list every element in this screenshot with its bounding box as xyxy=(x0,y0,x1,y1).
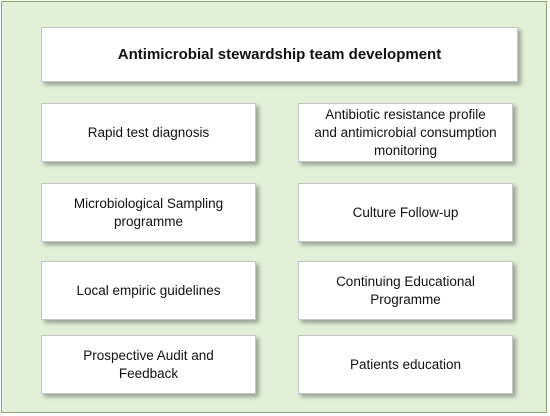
box-line: Continuing Educational xyxy=(336,273,475,289)
diagram-title: Antimicrobial stewardship team developme… xyxy=(117,45,442,63)
box-rapid-test-diagnosis: Rapid test diagnosis xyxy=(41,103,256,162)
box-microbiological-sampling: Microbiological Sampling programme xyxy=(41,183,256,242)
box-text: Continuing Educational Programme xyxy=(336,273,475,309)
box-line: Microbiological Sampling xyxy=(73,195,224,211)
box-line: Antibiotic resistance profile xyxy=(325,106,486,122)
box-antibiotic-resistance-monitoring: Antibiotic resistance profile and antimi… xyxy=(298,103,513,162)
box-text: Patients education xyxy=(350,356,461,374)
box-line: Prospective Audit and xyxy=(83,347,214,363)
box-text: Culture Follow-up xyxy=(353,204,459,222)
box-text: Local empiric guidelines xyxy=(76,282,220,300)
box-line: and antimicrobial consumption monitoring xyxy=(314,124,497,158)
box-text: Microbiological Sampling programme xyxy=(74,195,223,231)
box-continuing-educational-programme: Continuing Educational Programme xyxy=(298,261,513,320)
box-line: programme xyxy=(113,213,183,229)
box-line: Feedback xyxy=(118,365,179,381)
box-text: Antibiotic resistance profile and antimi… xyxy=(303,106,508,160)
box-local-empiric-guidelines: Local empiric guidelines xyxy=(41,261,256,320)
box-line: Programme xyxy=(370,291,441,307)
box-text: Prospective Audit and Feedback xyxy=(83,347,214,383)
box-line: Culture Follow-up xyxy=(352,204,459,220)
box-patients-education: Patients education xyxy=(298,335,513,394)
box-culture-follow-up: Culture Follow-up xyxy=(298,183,513,242)
box-line: Local empiric guidelines xyxy=(76,282,221,298)
diagram-title-box: Antimicrobial stewardship team developme… xyxy=(41,27,518,82)
box-prospective-audit-feedback: Prospective Audit and Feedback xyxy=(41,335,256,394)
box-line: Patients education xyxy=(349,356,462,372)
box-line: Rapid test diagnosis xyxy=(87,124,210,140)
box-text: Rapid test diagnosis xyxy=(88,124,210,142)
